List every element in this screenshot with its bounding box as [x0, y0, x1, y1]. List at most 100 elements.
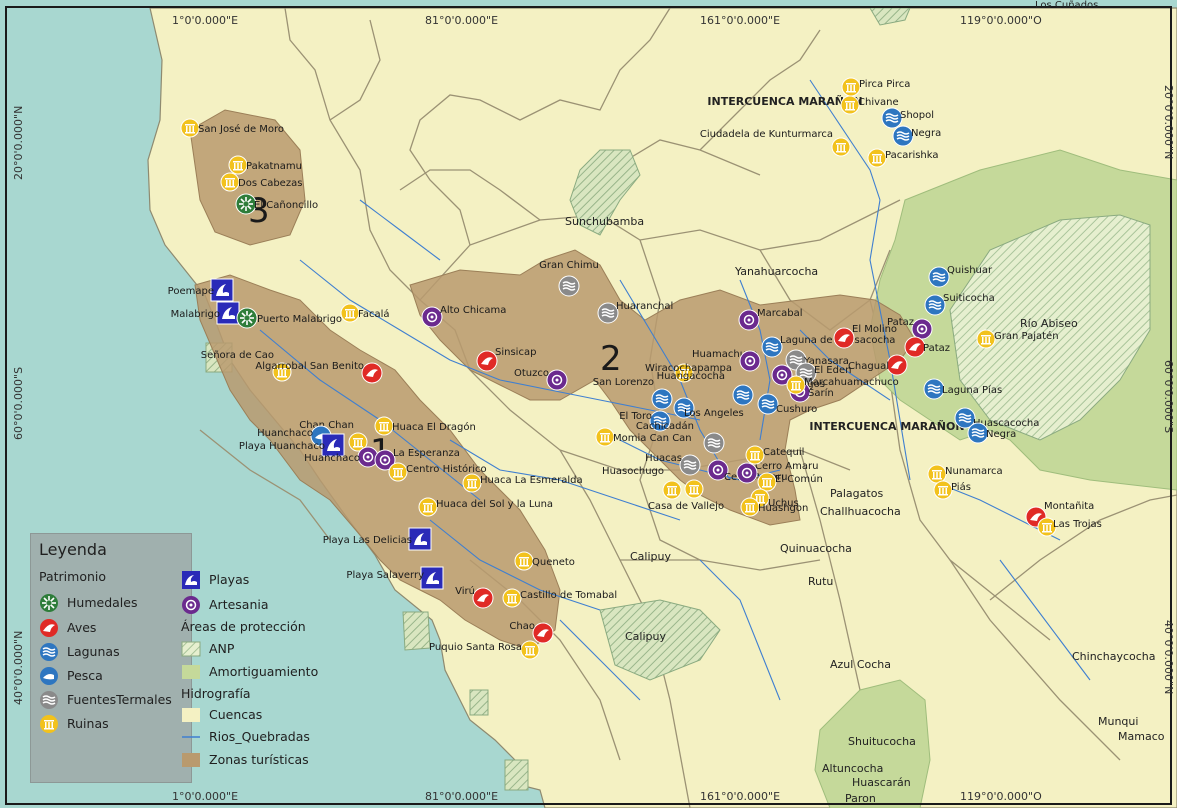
- aves-poi[interactable]: Sinsicap: [476, 347, 536, 372]
- lagunas-poi[interactable]: Laguna Pías: [923, 378, 1002, 400]
- ruinas-poi[interactable]: Centro Histórico: [388, 462, 487, 482]
- termales-poi[interactable]: Gran Chimu: [539, 260, 599, 297]
- playas-poi[interactable]: Playa Las Delicias: [323, 527, 432, 551]
- ruinas-poi[interactable]: Momia Can Can: [595, 427, 692, 447]
- basin-boundaries: [199, 7, 1177, 808]
- lagunas-poi[interactable]: Quishuar: [928, 265, 993, 288]
- ruinas-poi[interactable]: Gran Pajatén: [976, 329, 1059, 349]
- ruinas-poi[interactable]: Nunamarca: [927, 464, 1003, 484]
- coord-top-2: 81°0'0.000"E: [425, 14, 498, 27]
- poi-label: Laguna Pías: [942, 384, 1002, 396]
- artesania-poi[interactable]: Marcabal: [738, 308, 803, 331]
- humedales-poi[interactable]: El Cañoncillo: [235, 193, 318, 215]
- coord-right-2: 60°0'0.000"S: [1162, 360, 1175, 433]
- poi-label: San Lorenzo: [593, 377, 654, 388]
- place-label: Shuitucocha: [848, 735, 916, 748]
- ruinas-poi[interactable]: Las Trojas: [1037, 517, 1102, 537]
- ruinas-icon: [180, 118, 200, 138]
- aves-poi[interactable]: Algarrobal San Benito: [255, 361, 383, 384]
- ruinas-poi[interactable]: Dos Cabezas: [220, 172, 302, 192]
- aves-poi[interactable]: Chagual: [848, 354, 908, 376]
- lagunas-icon: [673, 397, 695, 419]
- lagunas-poi[interactable]: El Toro: [619, 410, 671, 432]
- playas-poi[interactable]: Playa Huanchaco: [239, 433, 345, 457]
- lagunas-poi[interactable]: Los Angeles: [673, 397, 744, 419]
- ruinas-poi[interactable]: El Común: [757, 472, 823, 492]
- ruinas-poi[interactable]: Huasochugo: [602, 466, 682, 500]
- poi-label: Virú: [455, 585, 475, 597]
- ruinas-icon: [462, 473, 482, 493]
- ruinas-poi[interactable]: Chivane: [840, 95, 899, 115]
- ruinas-poi[interactable]: Ciudadela de Kunturmarca: [700, 129, 851, 157]
- artesania-poi[interactable]: Alto Chicama: [421, 305, 506, 328]
- coord-bottom-1: 1°0'0.000"E: [172, 790, 238, 803]
- lagunas-poi[interactable]: Huangacocha: [657, 371, 754, 406]
- ruinas-poi[interactable]: Huashgon: [740, 497, 808, 517]
- lagunas-poi[interactable]: San Lorenzo: [593, 377, 673, 410]
- artesania-poi[interactable]: Pataz: [887, 317, 933, 340]
- artesania-poi[interactable]: Huanchaco: [304, 446, 379, 468]
- artesania-poi[interactable]: Curgos: [771, 364, 825, 390]
- ruinas-icon: [933, 480, 953, 500]
- artesania-icon: [546, 369, 568, 391]
- humedales-poi[interactable]: Puerto Malabrigo: [236, 307, 342, 329]
- ruinas-icon: [514, 551, 534, 571]
- poi-label: Señora de Cao: [201, 350, 274, 361]
- artesania-poi[interactable]: Wiracochapampa: [645, 350, 761, 374]
- poi-label: Las Trojas: [1053, 519, 1102, 530]
- coord-right-1: 20°0'0.000"N: [1162, 85, 1175, 159]
- ruinas-poi[interactable]: Chan Chan: [299, 420, 368, 452]
- poi-label: Marcabal: [757, 308, 803, 319]
- lagunas-poi[interactable]: Huascacocha: [954, 407, 1039, 429]
- termales-poi[interactable]: Huacas: [645, 453, 701, 476]
- lagunas-poi[interactable]: Suiticocha: [924, 293, 995, 316]
- lagunas-poi[interactable]: Negra: [967, 422, 1016, 444]
- termales-poi[interactable]: Cachicadán: [636, 420, 725, 454]
- ruinas-poi[interactable]: Queneto: [514, 551, 575, 571]
- aves-icon: [472, 587, 494, 609]
- lagunas-poi[interactable]: Cushuro: [757, 393, 817, 415]
- ruinas-poi[interactable]: Huamachuco: [674, 349, 758, 383]
- ruinas-poi[interactable]: Pacarishka: [867, 148, 939, 168]
- ruinas-poi[interactable]: Castillo de Tomabal: [502, 588, 617, 608]
- aves-poi[interactable]: El Molino: [833, 324, 897, 349]
- playas-poi[interactable]: Playa Salaverry: [346, 566, 444, 590]
- ruinas-poi[interactable]: Catequil: [745, 445, 804, 465]
- ruinas-poi[interactable]: Casa de Vallejo: [648, 479, 724, 512]
- termales-poi[interactable]: Huaranchal: [597, 301, 673, 324]
- place-label: Challhuacocha: [820, 505, 901, 518]
- ruinas-poi[interactable]: Señora de Cao: [201, 350, 292, 382]
- ruinas-poi[interactable]: Marcahuamachuco: [786, 375, 899, 395]
- playas-poi[interactable]: Malabrigo: [171, 301, 240, 325]
- ruinas-poi[interactable]: Facalá: [340, 303, 390, 323]
- ruinas-poi[interactable]: Puquio Santa Rosa: [429, 640, 540, 660]
- ruinas-icon: [502, 588, 522, 608]
- playas-icon: [321, 433, 345, 457]
- ruinas-icon: [757, 472, 777, 492]
- lagunas-poi[interactable]: Shopol: [881, 107, 934, 129]
- legend-label-termales: FuentesTermales: [67, 692, 172, 707]
- coord-left-3: 40°0'0.000"N: [12, 631, 25, 705]
- ruinas-poi[interactable]: Pakatnamu: [228, 155, 302, 175]
- ruinas-poi[interactable]: Piás: [933, 480, 971, 500]
- legend-label-zonas: Zonas turísticas: [209, 752, 309, 767]
- aves-poi[interactable]: Virú: [455, 585, 494, 609]
- anp-coast-3: [469, 689, 489, 716]
- artesania-poi[interactable]: La Esperanza: [374, 448, 460, 471]
- ruinas-poi[interactable]: Huaca del Sol y la Luna: [418, 497, 553, 517]
- legend-label-aves: Aves: [67, 620, 97, 635]
- coord-top-3: 161°0'0.000"E: [700, 14, 780, 27]
- aves-poi[interactable]: Pataz: [904, 336, 950, 358]
- ruinas-poi[interactable]: San José de Moro: [180, 118, 284, 138]
- artesania-poi[interactable]: Otuzco: [514, 368, 568, 391]
- aves-poi[interactable]: Chao: [509, 621, 554, 644]
- artesania-poi[interactable]: Cerro Amaru: [736, 461, 818, 484]
- place-labels: Sunchubamba Yanahuarcocha Calipuy Calipu…: [565, 0, 1165, 805]
- playas-icon: [408, 527, 432, 551]
- lagunas-poi[interactable]: Negra: [892, 125, 941, 147]
- poi-label: Chao: [509, 621, 535, 632]
- ruinas-poi[interactable]: Huaca El Dragón: [374, 416, 476, 436]
- playas-poi[interactable]: Poemape: [168, 278, 234, 302]
- poi-label: Catequil: [763, 447, 804, 458]
- ruinas-poi[interactable]: Huaca La Esmeralda: [462, 473, 583, 493]
